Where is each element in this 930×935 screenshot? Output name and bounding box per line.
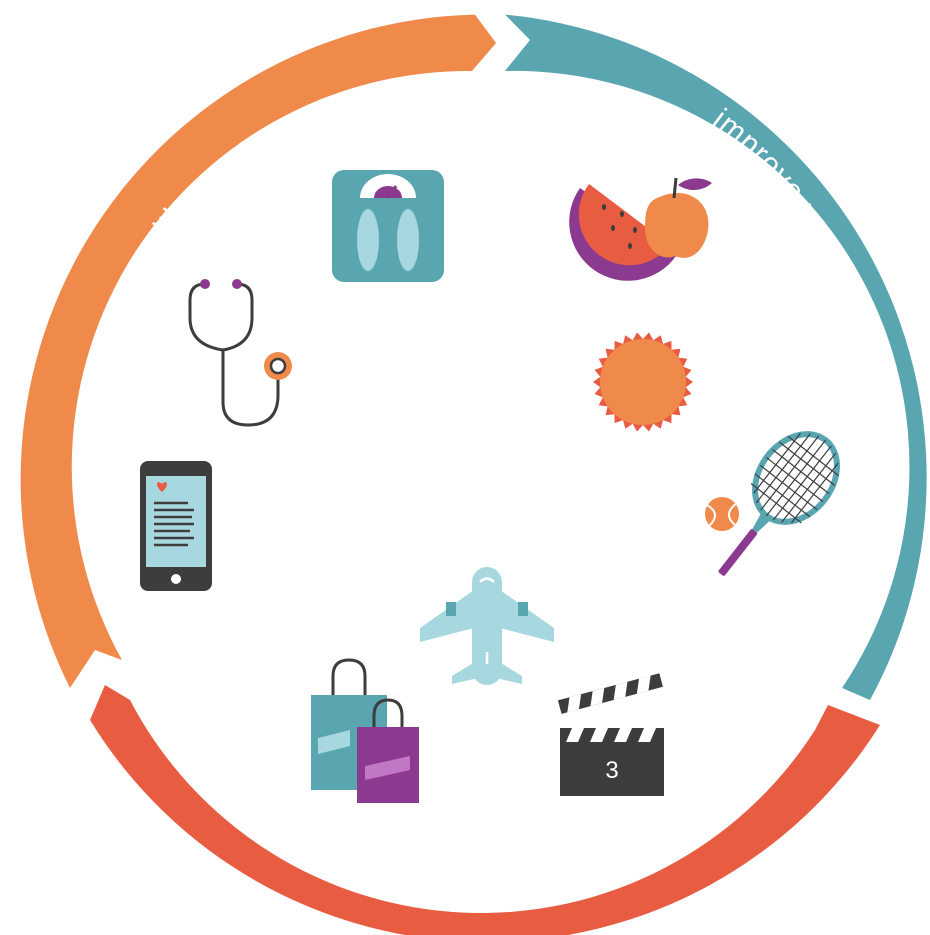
bathroom-scale-icon	[332, 170, 444, 282]
tennis-racket-ball-icon	[705, 431, 840, 576]
clapperboard-number: 3	[605, 757, 618, 784]
movie-clapperboard-icon: 3	[557, 673, 664, 796]
sun-icon	[593, 332, 693, 432]
smartphone-heart-icon	[140, 461, 212, 591]
stage-label-enjoy: enjoy the rewards	[292, 816, 545, 881]
shopping-bags-icon	[311, 658, 419, 803]
know-your-health-arrow	[20, 14, 496, 689]
improve-your-health-arrow	[505, 14, 927, 701]
enjoy-the-rewards-arrow	[90, 685, 880, 935]
airplane-icon	[420, 567, 554, 685]
stethoscope-icon	[188, 279, 292, 427]
watermelon-apple-icon	[569, 177, 712, 281]
